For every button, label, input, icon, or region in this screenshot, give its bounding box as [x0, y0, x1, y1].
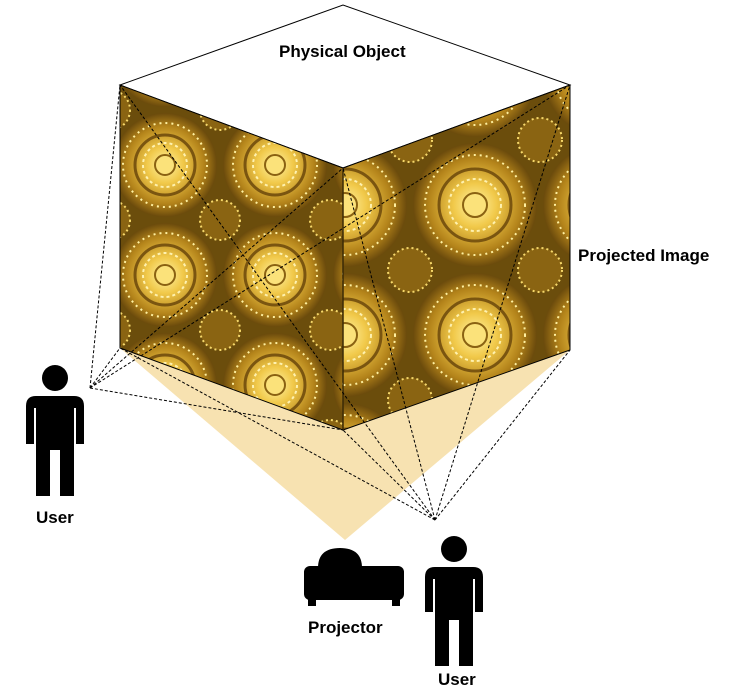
projected-image-label: Projected Image [578, 246, 710, 265]
projector-label: Projector [308, 618, 383, 637]
physical-object-label: Physical Object [279, 42, 406, 61]
user-left-label: User [36, 508, 74, 527]
projector-icon [304, 548, 404, 606]
light-beam [120, 348, 570, 540]
left-user-sightlines [89, 84, 571, 431]
user-right-label: User [438, 670, 476, 689]
right-user-sightlines [119, 84, 571, 521]
user-icon [26, 365, 84, 496]
user-icon [425, 536, 483, 666]
